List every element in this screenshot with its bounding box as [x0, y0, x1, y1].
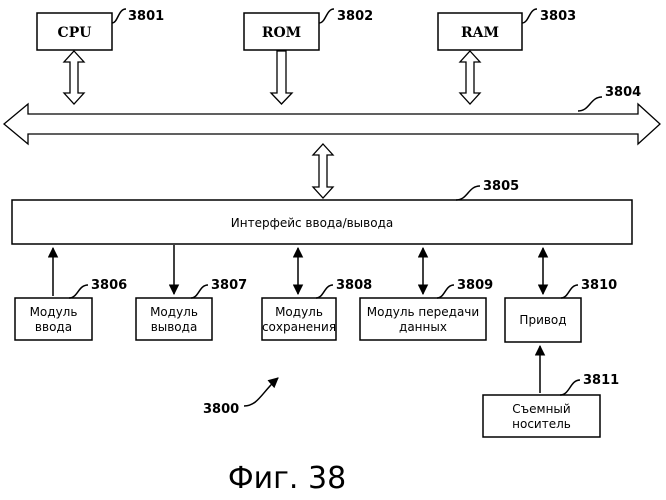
storage-module-line2: сохранения: [262, 320, 336, 334]
output-module-block: Модуль вывода: [136, 298, 212, 340]
input-module-leader: [69, 285, 88, 298]
ram-bus-arrow: [460, 51, 480, 104]
cpu-label: CPU: [58, 25, 92, 41]
cpu-leader: [112, 9, 126, 23]
ram-block: RAM: [438, 13, 522, 50]
ram-label: RAM: [461, 25, 499, 41]
removable-medium-block: Съемный носитель: [483, 395, 600, 437]
apparatus-ref: 3800: [203, 402, 239, 417]
drive-leader: [561, 285, 578, 298]
input-module-line2: ввода: [35, 320, 72, 334]
storage-module-ref: 3808: [336, 278, 372, 293]
io-interface-block: Интерфейс ввода/вывода: [12, 200, 632, 244]
storage-module-block: Модуль сохранения: [262, 298, 336, 340]
system-bus: [4, 104, 660, 144]
removable-medium-leader: [560, 380, 580, 395]
removable-medium-line1: Съемный: [512, 402, 570, 416]
cpu-block: CPU: [37, 13, 112, 50]
input-module-line1: Модуль: [30, 305, 78, 319]
comm-module-line1: Модуль передачи: [367, 305, 479, 319]
rom-label: ROM: [262, 25, 301, 41]
input-module-block: Модуль ввода: [15, 298, 92, 340]
drive-ref: 3810: [581, 278, 617, 293]
output-module-leader: [191, 285, 208, 298]
comm-module-line2: данных: [399, 320, 447, 334]
bus-leader: [578, 97, 602, 111]
output-module-ref: 3807: [211, 278, 247, 293]
cpu-bus-arrow: [64, 51, 84, 104]
bus-ref: 3804: [605, 85, 641, 100]
removable-medium-line2: носитель: [512, 417, 571, 431]
bus-interface-arrow: [313, 144, 333, 198]
ram-ref: 3803: [540, 9, 576, 24]
interface-leader: [456, 186, 480, 200]
comm-module-leader: [437, 285, 454, 298]
storage-module-leader: [316, 285, 333, 298]
comm-module-ref: 3809: [457, 278, 493, 293]
removable-medium-ref: 3811: [583, 373, 619, 388]
rom-leader: [319, 9, 334, 23]
rom-bus-arrow: [271, 51, 292, 104]
drive-label: Привод: [519, 313, 566, 327]
output-module-line1: Модуль: [150, 305, 198, 319]
comm-module-block: Модуль передачи данных: [360, 298, 486, 340]
interface-ref: 3805: [483, 179, 519, 194]
storage-module-line1: Модуль: [275, 305, 323, 319]
rom-block: ROM: [244, 13, 319, 50]
apparatus-leader: [244, 378, 278, 406]
rom-ref: 3802: [337, 9, 373, 24]
io-interface-label: Интерфейс ввода/вывода: [231, 216, 393, 230]
input-module-ref: 3806: [91, 278, 127, 293]
cpu-ref: 3801: [128, 9, 164, 24]
drive-block: Привод: [505, 298, 581, 342]
figure-caption: Фиг. 38: [228, 461, 346, 496]
output-module-line2: вывода: [151, 320, 198, 334]
ram-leader: [522, 9, 537, 23]
